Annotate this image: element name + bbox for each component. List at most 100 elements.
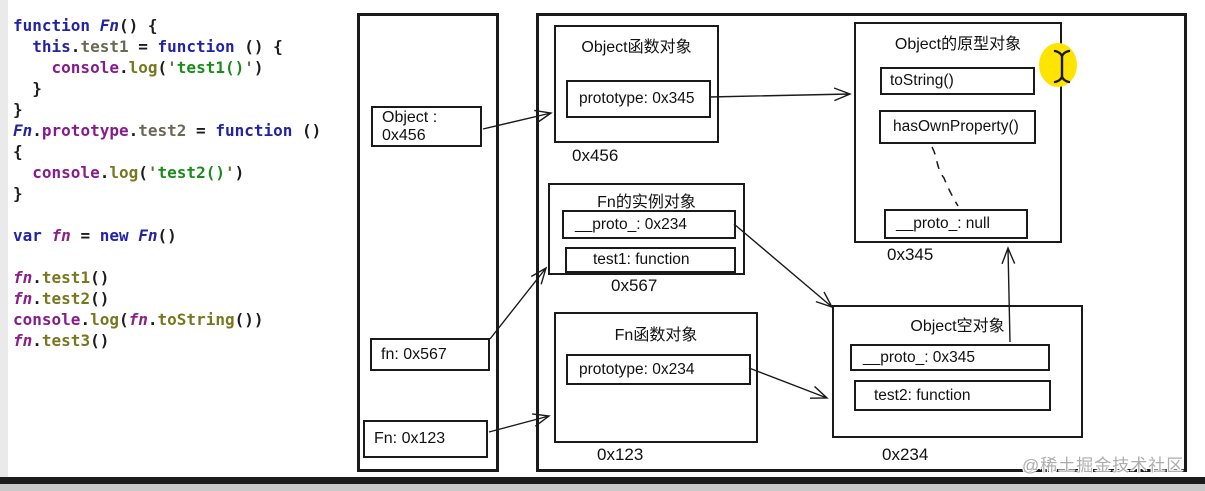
code-token: { [13, 142, 23, 161]
stack-item-label: Object : 0x456 [382, 108, 438, 144]
slot-proto-0x345: __proto_: 0x345 [850, 344, 1050, 371]
code-token: ) [234, 163, 245, 182]
address-label: 0x123 [597, 445, 644, 464]
code-token: log [109, 163, 139, 182]
code-token: . [32, 331, 42, 350]
stack-item-fn-instance: fn: 0x567 [370, 338, 490, 371]
code-line: } [13, 78, 321, 99]
code-token: var [13, 226, 42, 245]
code-token: this [32, 37, 71, 56]
code-token: test2 [138, 121, 187, 140]
box-title: Fn的实例对象 [597, 194, 696, 211]
stack-item-object: Object : 0x456 [371, 106, 482, 147]
code-line: fn.test3() [13, 330, 321, 351]
code-token: test1 [41, 268, 91, 287]
code-token [13, 58, 52, 77]
code-token: test1 [80, 37, 129, 56]
code-token: function [157, 37, 235, 56]
watermark: @稀土掘金技术社区 [1022, 456, 1185, 475]
box-object-prototype: Object的原型对象 toString() hasOwnProperty() … [854, 22, 1062, 243]
slot-proto-null: __proto_: null [884, 209, 1028, 239]
stack-item-label: fn: 0x567 [381, 345, 447, 363]
editor-gutter [0, 0, 8, 477]
code-token: fn [13, 331, 33, 350]
code-token: test3 [41, 331, 91, 350]
code-token: function [215, 121, 293, 140]
code-line: } [13, 183, 321, 204]
code-token: ' [147, 163, 158, 182]
box-fn-instance: Fn的实例对象 __proto_: 0x234 test1: function [548, 183, 745, 275]
code-line: fn.test2() [13, 288, 321, 309]
stack-item-fn-constructor: Fn: 0x123 [363, 420, 488, 458]
code-line: { [13, 141, 321, 162]
code-token: } [13, 184, 23, 203]
code-token: ' [224, 163, 235, 182]
slot-prototype-0x234: prototype: 0x234 [566, 354, 751, 385]
code-token: console [32, 163, 100, 182]
box-object-empty: Object空对象 __proto_: 0x345 test2: functio… [832, 305, 1083, 438]
box-title: Fn函数对象 [614, 327, 698, 344]
code-token: fn [13, 268, 33, 287]
code-token: = [128, 37, 158, 56]
address-label: 0x345 [887, 245, 934, 264]
code-token: ' [167, 58, 177, 77]
code-token [13, 37, 32, 56]
address-label: 0x456 [572, 146, 619, 165]
code-token: . [32, 289, 42, 308]
code-token: . [128, 121, 139, 140]
code-line: console.log(fn.toString()) [13, 309, 321, 330]
code-token: . [32, 268, 42, 287]
code-token: } [13, 79, 42, 98]
code-line: console.log('test1()') [13, 57, 321, 78]
bottom-bar-dark [0, 477, 1205, 484]
code-token: = [70, 226, 100, 245]
address-label: 0x567 [611, 276, 658, 295]
code-line: var fn = new Fn() [13, 225, 321, 246]
code-token: test1() [176, 58, 245, 77]
code-token: Fn [138, 226, 158, 245]
code-token: console [13, 310, 81, 329]
code-line: Fn.prototype.test2 = function () [13, 120, 321, 141]
code-token: fn [13, 289, 33, 308]
code-token: ' [244, 58, 254, 77]
slot-proto-0x234: __proto_: 0x234 [562, 210, 736, 239]
box-object-function: Object函数对象 prototype: 0x345 [554, 25, 719, 143]
stack-frame [357, 13, 499, 472]
box-title: Object空对象 [910, 318, 1005, 335]
code-line [13, 246, 321, 267]
code-token: } [13, 100, 23, 119]
box-title: Object的原型对象 [894, 36, 1022, 53]
box-fn-function: Fn函数对象 prototype: 0x234 [554, 312, 758, 443]
code-token: ) [253, 58, 264, 77]
code-token: () { [234, 37, 283, 56]
address-label: 0x234 [882, 445, 929, 464]
code-token: ()) [234, 310, 264, 329]
code-token: Fn [13, 121, 33, 140]
code-token: . [118, 58, 129, 77]
code-token: toString [157, 310, 235, 329]
code-token: () { [118, 16, 158, 35]
code-token: . [99, 163, 110, 182]
code-token: new [99, 226, 129, 245]
code-token: Fn [99, 16, 119, 35]
code-line: } [13, 99, 321, 120]
code-token [129, 226, 139, 245]
code-token: console [51, 58, 119, 77]
code-token [90, 16, 100, 35]
code-token: ( [157, 58, 168, 77]
code-token: () [157, 226, 177, 245]
code-token: ( [118, 310, 129, 329]
code-token [13, 163, 32, 182]
code-line: function Fn() { [13, 15, 321, 36]
code-line: this.test1 = function () { [13, 36, 321, 57]
code-token: fn [128, 310, 148, 329]
code-token: () [90, 289, 110, 308]
code-token: . [70, 37, 81, 56]
code-token: . [80, 310, 91, 329]
code-token: () [90, 331, 110, 350]
code-token: test2() [157, 163, 225, 182]
code-token: () [90, 268, 110, 287]
code-token: ( [138, 163, 148, 182]
code-token: function [13, 16, 91, 35]
